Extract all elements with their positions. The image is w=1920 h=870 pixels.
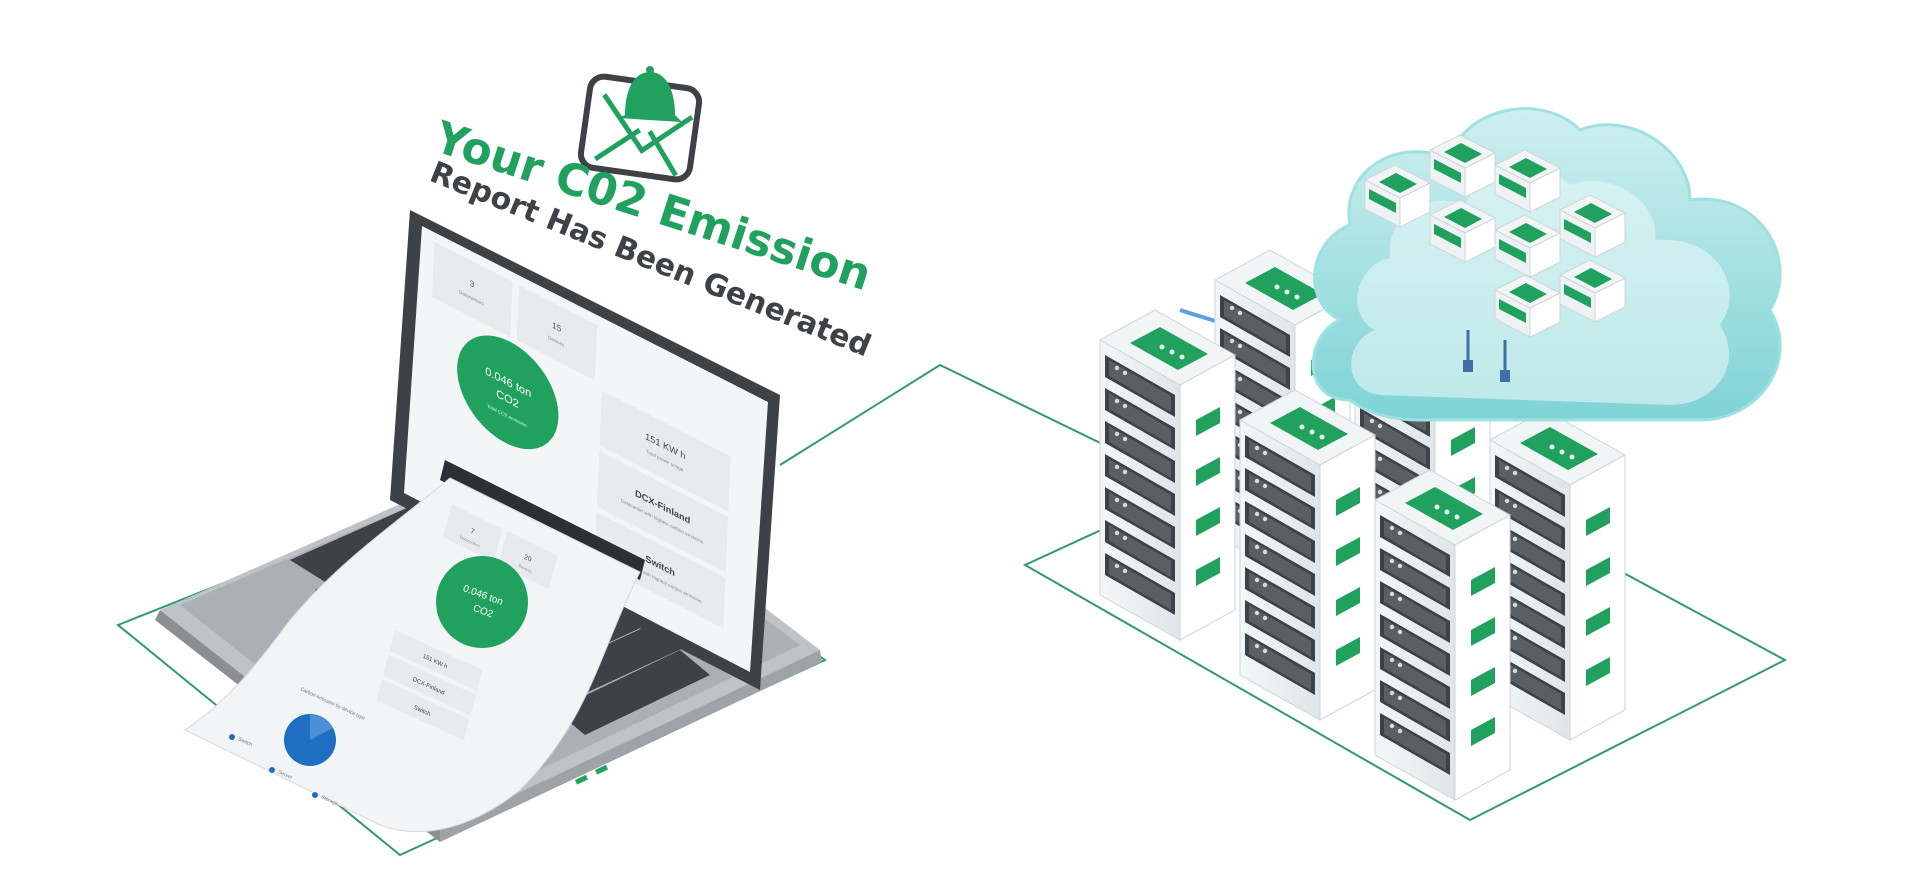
paper-co2-circle — [436, 556, 528, 648]
paper-stat-b-label: Devices — [518, 563, 532, 574]
server-rack-group — [1100, 250, 1625, 800]
screen-stat-b-value: 15 — [552, 320, 562, 334]
server-tower — [1240, 390, 1375, 720]
screen-co2-circle — [457, 335, 559, 450]
paper-legend-item: Server — [277, 769, 293, 781]
server-tower — [1100, 310, 1235, 640]
bell-icon — [618, 72, 682, 122]
cloud-icon — [1311, 107, 1782, 422]
paper-stat-a-value: 7 — [470, 528, 475, 536]
paper-stat-b-value: 20 — [523, 554, 532, 564]
envelope-bell-icon — [577, 66, 703, 183]
screen-stat-a-value: 3 — [470, 278, 475, 290]
screen-report: 3 Datacenters 15 Devices 0.046 ton CO2 T… — [431, 241, 731, 629]
server-tower — [1375, 470, 1510, 800]
printed-report: 7 Datacenters 20 Devices 0.046 ton CO2 1… — [183, 477, 641, 833]
paper-legend-item: Switch — [237, 736, 253, 748]
connector-line — [779, 363, 1126, 466]
cloud-connectors — [1466, 330, 1507, 375]
